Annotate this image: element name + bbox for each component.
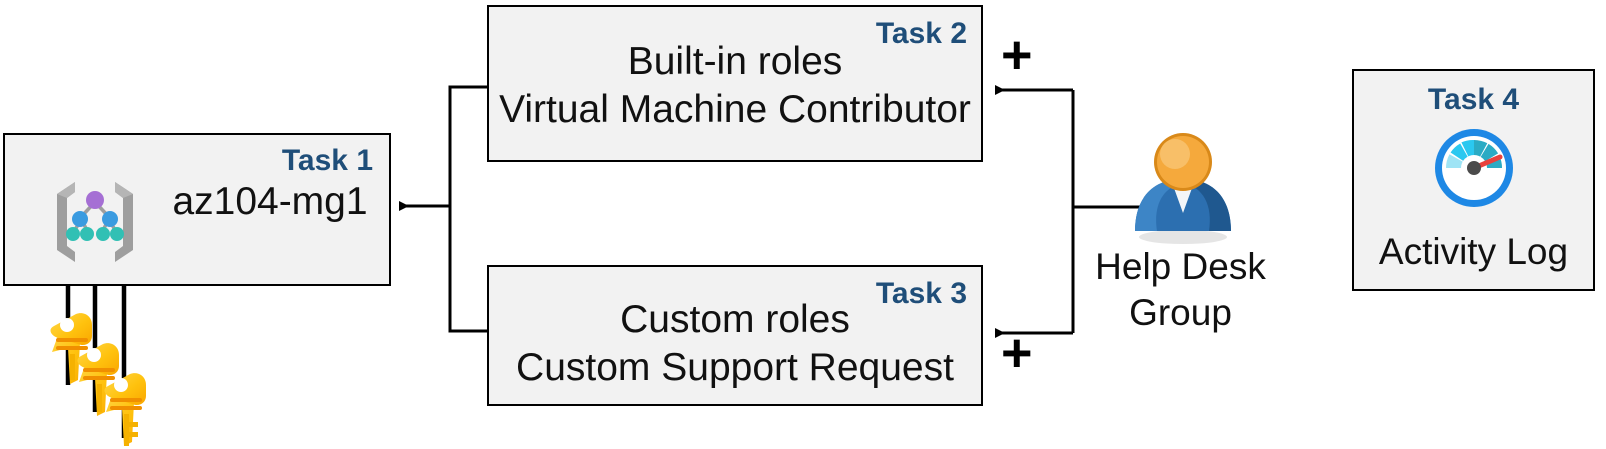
management-group-icon	[57, 182, 133, 262]
task-1-resource-name: az104-mg1	[172, 180, 368, 223]
key-2	[77, 343, 119, 416]
plus-operator-bottom: +	[1001, 323, 1033, 383]
gauge-icon	[1435, 129, 1513, 207]
plus-operator-top: +	[1001, 25, 1033, 85]
help-desk-group-caption: Help Desk Group	[1083, 244, 1278, 336]
task-3-line-2: Custom Support Request	[516, 346, 954, 389]
user-group-icon	[1135, 133, 1231, 244]
help-desk-group[interactable]: Help Desk Group	[1093, 131, 1268, 361]
task-3-label: Task 3	[875, 277, 967, 310]
task-2-label: Task 2	[875, 17, 967, 50]
help-desk-caption-line-1: Help Desk	[1095, 246, 1266, 287]
task-4-label: Task 4	[1427, 83, 1520, 116]
task-4-box[interactable]: Task 4 Activity Log	[1352, 69, 1595, 291]
task-2-line-2: Virtual Machine Contributor	[499, 88, 971, 131]
task-2-line-1: Built-in roles	[627, 40, 843, 83]
keys-icon	[50, 313, 146, 446]
task-1-label: Task 1	[281, 144, 373, 177]
help-desk-caption-line-2: Group	[1129, 292, 1232, 333]
task-3-text: Custom roles Custom Support Request	[487, 296, 983, 392]
wire-roles-to-mgmt-group	[399, 85, 487, 333]
task-4-caption: Activity Log	[1378, 231, 1569, 272]
task-1-box[interactable]: Task 1	[3, 133, 391, 286]
task-2-text: Built-in roles Virtual Machine Contribut…	[487, 38, 983, 134]
task-3-box[interactable]: Task 3	[487, 265, 983, 406]
task-3-line-1: Custom roles	[620, 298, 850, 341]
key-1	[50, 313, 92, 384]
key-3	[104, 373, 146, 446]
task-2-box[interactable]: Task 2	[487, 5, 983, 162]
